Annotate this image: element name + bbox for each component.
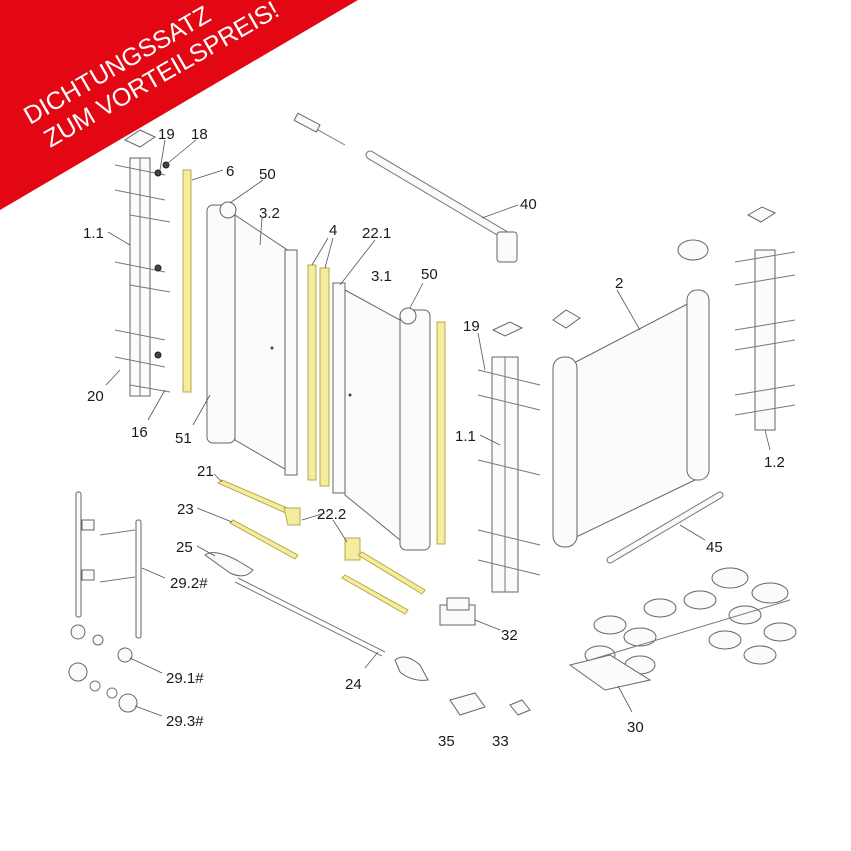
label-22-1: 22.1 <box>362 225 391 242</box>
threshold-parts <box>204 552 429 681</box>
label-32: 32 <box>501 627 518 644</box>
label-4: 4 <box>329 222 337 239</box>
label-35: 35 <box>438 733 455 750</box>
parts-set-30 <box>568 567 797 691</box>
label-30: 30 <box>627 719 644 736</box>
door-panel-3-1 <box>332 282 431 551</box>
label-19: 19 <box>463 318 480 335</box>
part-33 <box>509 699 531 716</box>
wall-profile-left <box>114 129 171 397</box>
door-handles-29-2 <box>75 491 142 639</box>
knobs <box>68 624 138 713</box>
label-19: 19 <box>158 126 175 143</box>
label-24: 24 <box>345 676 362 693</box>
wall-profile-1-2 <box>734 206 796 431</box>
label-21: 21 <box>197 463 214 480</box>
label-16: 16 <box>131 424 148 441</box>
door-panel-3-2 <box>206 201 298 476</box>
label-29-2: 29.2# <box>170 575 208 592</box>
leader-lines <box>105 139 771 717</box>
seals-4 <box>307 264 330 487</box>
part-labels: 19 18 6 50 3.2 1.1 4 22.1 3.1 50 40 19 2… <box>83 126 785 750</box>
part-32 <box>439 597 476 626</box>
label-3-1: 3.1 <box>371 268 392 285</box>
label-29-1: 29.1# <box>166 670 204 687</box>
label-18: 18 <box>191 126 208 143</box>
label-6: 6 <box>226 163 234 180</box>
bar-45 <box>606 491 724 564</box>
promo-banner: DICHTUNGSSATZ ZUM VORTEILSPREIS! <box>0 0 358 210</box>
label-3-2: 3.2 <box>259 205 280 222</box>
label-29-3: 29.3# <box>166 713 204 730</box>
bottom-seals <box>217 479 426 615</box>
label-1-1: 1.1 <box>455 428 476 445</box>
label-45: 45 <box>706 539 723 556</box>
label-51: 51 <box>175 430 192 447</box>
seal-6 <box>182 169 192 393</box>
seal-right <box>436 321 446 545</box>
label-50: 50 <box>421 266 438 283</box>
side-panel-2 <box>552 239 710 548</box>
label-22-2: 22.2 <box>317 506 346 523</box>
stabilizer-bar-40 <box>293 112 518 263</box>
wall-profile-right <box>477 321 541 593</box>
label-23: 23 <box>177 501 194 518</box>
part-35 <box>449 692 486 716</box>
label-33: 33 <box>492 733 509 750</box>
label-25: 25 <box>176 539 193 556</box>
label-1-1: 1.1 <box>83 225 104 242</box>
label-50: 50 <box>259 166 276 183</box>
label-2: 2 <box>615 275 623 292</box>
banner-background <box>0 0 358 210</box>
label-1-2: 1.2 <box>764 454 785 471</box>
label-40: 40 <box>520 196 537 213</box>
label-20: 20 <box>87 388 104 405</box>
